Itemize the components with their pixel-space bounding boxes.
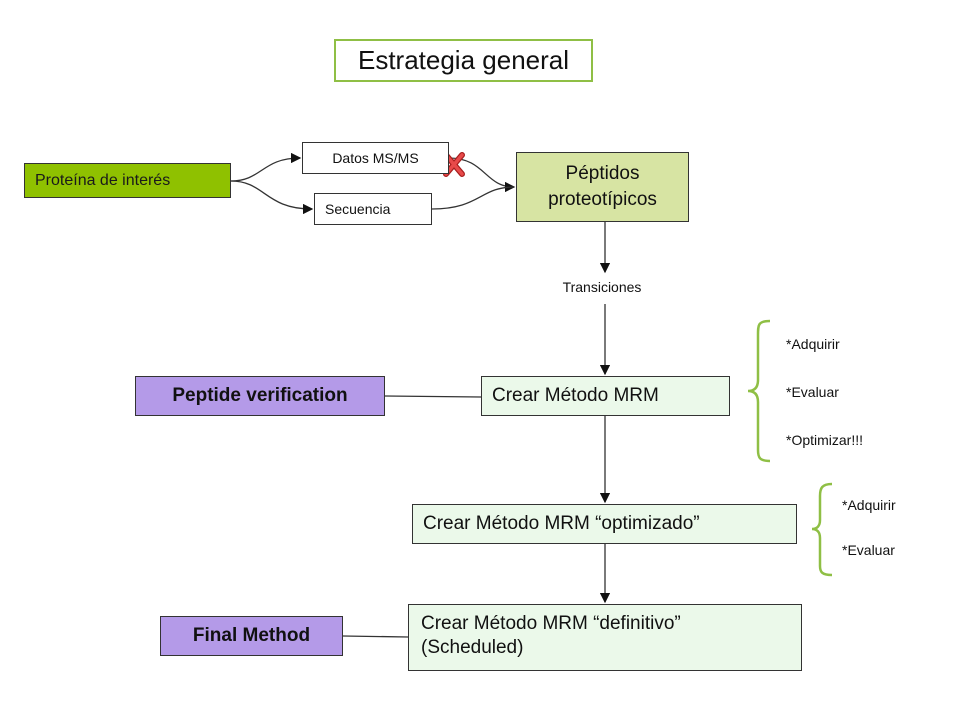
- node-protein: Proteína de interés: [24, 163, 231, 198]
- node-secuencia: Secuencia: [314, 193, 432, 225]
- node-crear-metodo-mrm-optimizado: Crear Método MRM “optimizado”: [412, 504, 797, 544]
- edge-protein-datos: [230, 152, 302, 182]
- node-datos-msms: Datos MS/MS: [302, 142, 449, 174]
- node-peptide-verification: Peptide verification: [135, 376, 385, 416]
- node-peptidos-proteotipicos: Péptidos proteotípicos: [516, 152, 689, 222]
- node-crear-metodo-mrm-definitivo: Crear Método MRM “definitivo” (Scheduled…: [408, 604, 802, 671]
- edge-protein-secuencia: [230, 180, 314, 215]
- brace-group1: [747, 319, 771, 463]
- edge-verification-mrm: [384, 395, 482, 398]
- page-title: Estrategia general: [334, 39, 593, 82]
- edge-secuencia-peptidos: [431, 186, 515, 210]
- peptidos-line2: proteotípicos: [548, 189, 657, 210]
- definitivo-line1: Crear Método MRM “definitivo”: [421, 613, 681, 634]
- note-evaluar-1: *Evaluar: [786, 384, 839, 400]
- brace-group2: [811, 482, 833, 577]
- note-adquirir-1: *Adquirir: [786, 336, 840, 352]
- definitivo-line2: (Scheduled): [421, 637, 524, 658]
- node-crear-metodo-mrm: Crear Método MRM: [481, 376, 730, 416]
- node-final-method: Final Method: [160, 616, 343, 656]
- edge-final-definitivo: [342, 635, 409, 638]
- label-transiciones: Transiciones: [562, 279, 642, 295]
- note-adquirir-2: *Adquirir: [842, 497, 896, 513]
- note-optimizar-1: *Optimizar!!!: [786, 432, 864, 448]
- note-evaluar-2: *Evaluar: [842, 542, 895, 558]
- peptidos-line1: Péptidos: [565, 163, 640, 184]
